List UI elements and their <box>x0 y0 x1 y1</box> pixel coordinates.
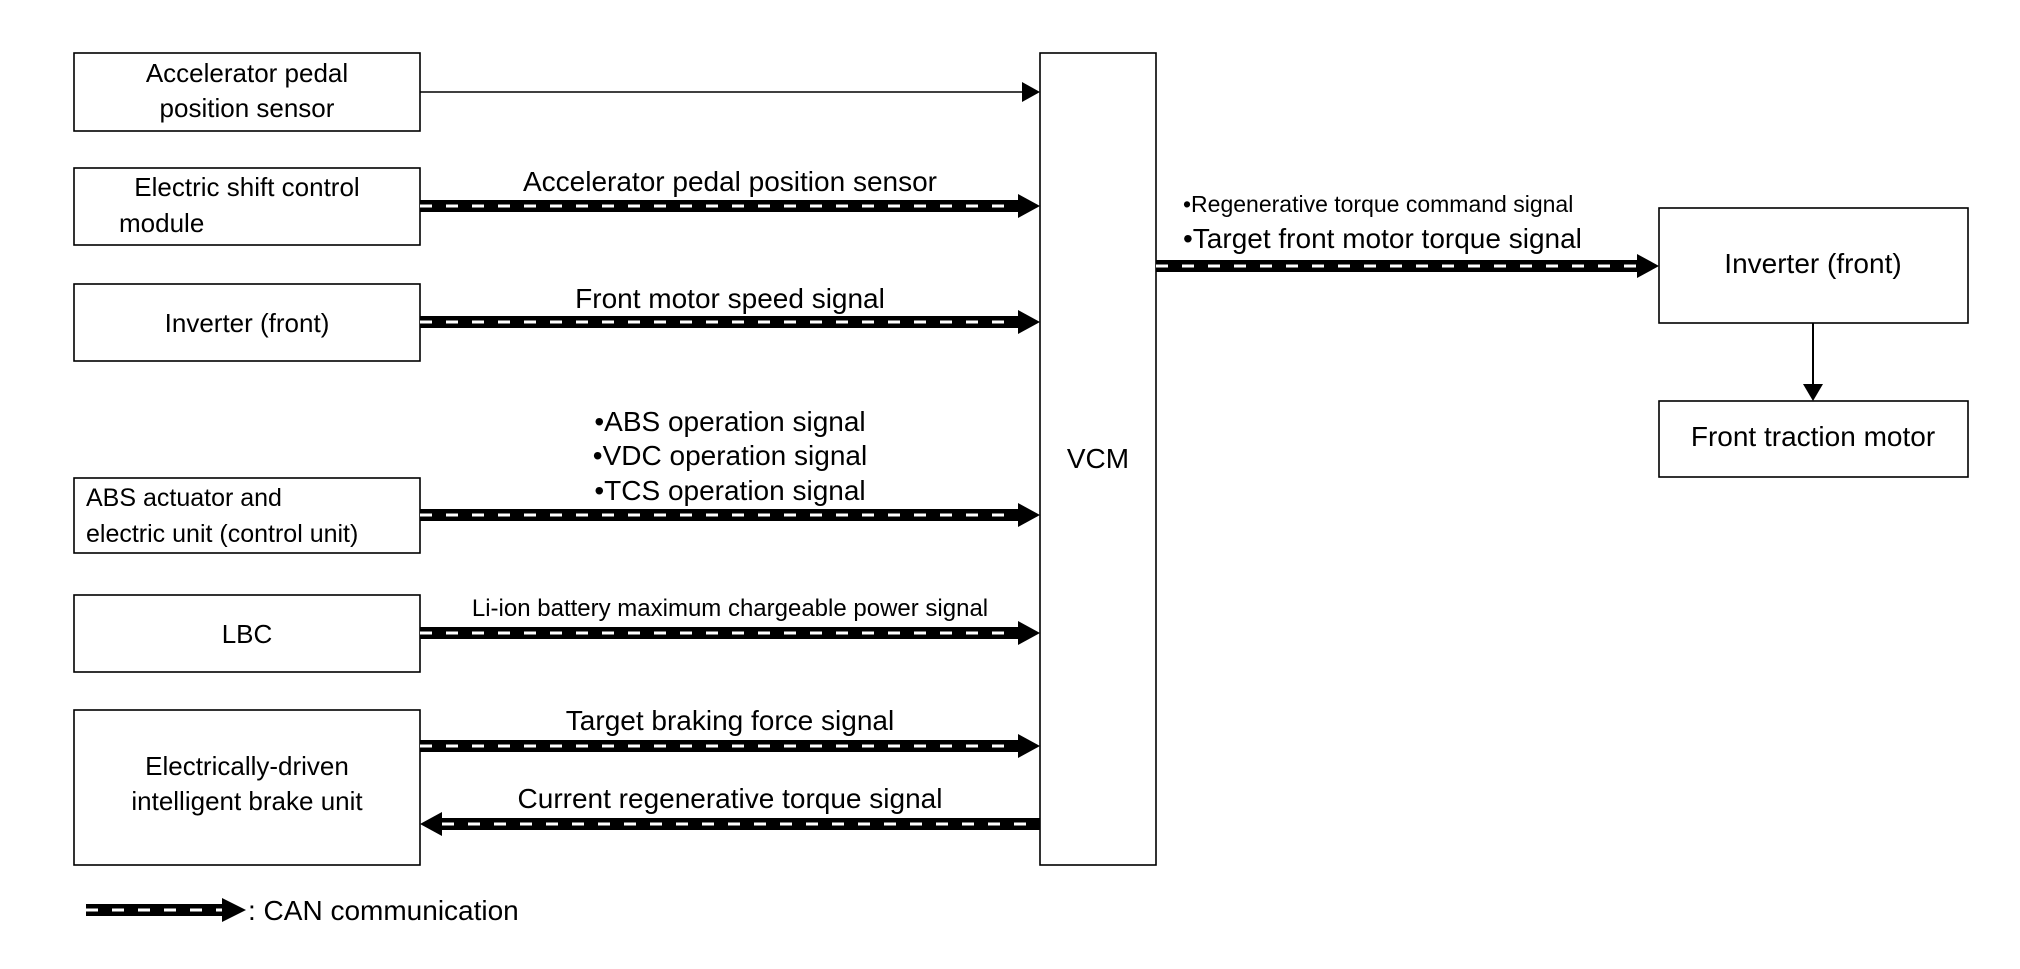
electric-shift-module-box: Electric shift control module <box>73 167 421 246</box>
can-arrow-motor-speed: Front motor speed signal <box>420 283 1040 334</box>
signal-label-line: •Regenerative torque command signal <box>1183 191 1573 217</box>
legend-label: : CAN communication <box>248 895 519 926</box>
lbc-box: LBC <box>73 594 421 673</box>
can-arrow-li-ion: Li-ion battery maximum chargeable power … <box>420 595 1040 645</box>
box-label-line: electric unit (control unit) <box>86 520 358 548</box>
can-arrow-accelerator-signal: Accelerator pedal position sensor <box>420 166 1040 218</box>
inverter-front-output-box: Inverter (front) <box>1658 207 1969 324</box>
box-label-line: module <box>119 208 204 238</box>
signal-label: Accelerator pedal position sensor <box>523 166 937 197</box>
signal-label-line: •Target front motor torque signal <box>1183 223 1582 254</box>
box-label: Front traction motor <box>1691 421 1935 452</box>
box-label-line: Electric shift control <box>134 172 359 202</box>
vcm-box: VCM <box>1039 52 1157 866</box>
box-label: Inverter (front) <box>165 308 330 338</box>
box-label: Inverter (front) <box>1724 248 1901 279</box>
box-label-line: Accelerator pedal <box>146 58 348 88</box>
signal-label: Target braking force signal <box>566 705 894 736</box>
abs-actuator-box: ABS actuator and electric unit (control … <box>73 477 421 554</box>
vcm-label: VCM <box>1067 443 1129 474</box>
can-arrow-target-braking: Target braking force signal <box>420 705 1040 758</box>
signal-label-line: •ABS operation signal <box>594 406 865 437</box>
legend: : CAN communication <box>86 895 519 926</box>
can-arrow-abs-signals: •ABS operation signal •VDC operation sig… <box>420 406 1040 527</box>
front-traction-motor-box: Front traction motor <box>1658 400 1969 478</box>
can-arrow-output-command: •Regenerative torque command signal •Tar… <box>1156 191 1659 278</box>
box-label-line: Electrically-driven <box>145 751 349 781</box>
signal-label: Li-ion battery maximum chargeable power … <box>472 595 988 622</box>
legend-can-symbol <box>86 898 246 922</box>
accelerator-direct-arrow <box>420 82 1040 102</box>
accelerator-pedal-sensor-box: Accelerator pedal position sensor <box>73 52 421 132</box>
signal-label-line: •TCS operation signal <box>594 475 865 506</box>
box-label-line: intelligent brake unit <box>131 786 363 816</box>
signal-label-line: •VDC operation signal <box>593 440 867 471</box>
signal-label: Front motor speed signal <box>575 283 885 314</box>
inverter-to-motor-arrow <box>1803 323 1823 401</box>
signal-label: Current regenerative torque signal <box>518 783 943 814</box>
box-label-line: position sensor <box>160 93 335 123</box>
box-label: LBC <box>222 619 273 649</box>
box-label-line: ABS actuator and <box>86 484 282 512</box>
can-arrow-current-regen: Current regenerative torque signal <box>420 783 1040 836</box>
inverter-front-input-box: Inverter (front) <box>73 283 421 362</box>
intelligent-brake-unit-box: Electrically-driven intelligent brake un… <box>73 709 421 866</box>
